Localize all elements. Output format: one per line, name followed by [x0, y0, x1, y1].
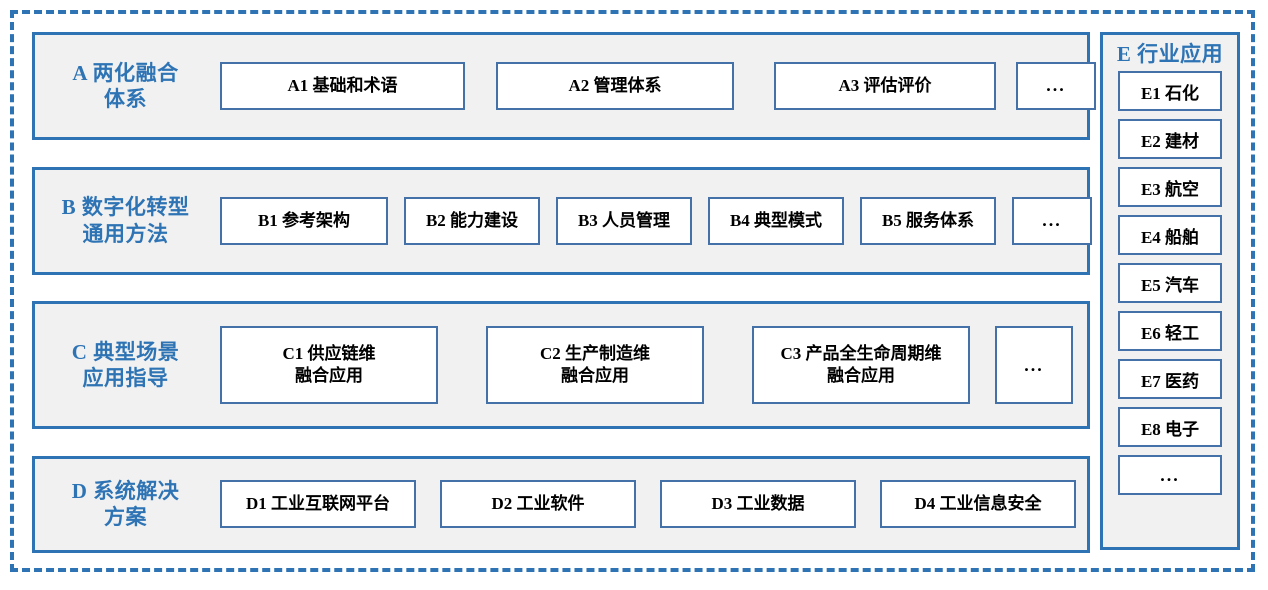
layer-b-title: B 数字化转型 通用方法	[35, 194, 210, 247]
industry-item-e5[interactable]: E5 汽车	[1118, 263, 1222, 304]
industry-item-e1[interactable]: E1 石化	[1118, 71, 1222, 112]
layer-d-items: D1 工业互联网平台 D2 工业软件 D3 工业数据 D4 工业信息安全	[210, 480, 1077, 529]
item-c-more[interactable]: ...	[995, 326, 1073, 405]
item-c2-line1: C2 生产制造维	[539, 344, 651, 364]
item-a3[interactable]: A3 评估评价	[774, 62, 996, 110]
layer-c-items: C1 供应链维 融合应用 C2 生产制造维 融合应用 C3 产品全生命周期维 融…	[210, 326, 1077, 405]
industry-item-more[interactable]: ...	[1118, 455, 1222, 496]
industry-column-title: E 行业应用	[1116, 42, 1224, 66]
layer-row-a: A 两化融合 体系 A1 基础和术语 A2 管理体系 A3 评估评价 ...	[32, 32, 1096, 140]
item-c1-line2: 融合应用	[295, 366, 363, 386]
item-a1[interactable]: A1 基础和术语	[220, 62, 465, 110]
item-b2[interactable]: B2 能力建设	[404, 196, 540, 245]
layer-d-title-line1: D 系统解决	[71, 479, 180, 504]
industry-item-e4[interactable]: E4 船舶	[1118, 215, 1222, 256]
layer-a-items: A1 基础和术语 A2 管理体系 A3 评估评价 ...	[210, 62, 1096, 110]
item-b3[interactable]: B3 人员管理	[556, 196, 692, 245]
industry-item-e2[interactable]: E2 建材	[1118, 119, 1222, 160]
industry-application-column: E 行业应用 E1 石化 E2 建材 E3 航空 E4 船舶 E5 汽车 E6 …	[1100, 32, 1240, 550]
layer-d-title: D 系统解决 方案	[35, 478, 210, 531]
item-c3-line1: C3 产品全生命周期维	[780, 344, 942, 364]
layer-a-title: A 两化融合 体系	[35, 60, 210, 113]
item-b4[interactable]: B4 典型模式	[708, 196, 844, 245]
item-d1[interactable]: D1 工业互联网平台	[220, 480, 416, 529]
industry-item-e7[interactable]: E7 医药	[1118, 359, 1222, 400]
item-d2[interactable]: D2 工业软件	[440, 480, 636, 529]
layer-b-items: B1 参考架构 B2 能力建设 B3 人员管理 B4 典型模式 B5 服务体系 …	[210, 196, 1092, 245]
layer-row-c: C 典型场景 应用指导 C1 供应链维 融合应用 C2 生产制造维 融合应用 C…	[32, 301, 1090, 430]
industry-item-e6[interactable]: E6 轻工	[1118, 311, 1222, 352]
item-d3[interactable]: D3 工业数据	[660, 480, 856, 529]
layer-b-title-line1: B 数字化转型	[61, 195, 190, 220]
layer-a-title-line2: 体系	[104, 87, 147, 111]
item-c3[interactable]: C3 产品全生命周期维 融合应用	[752, 326, 970, 405]
layer-b-title-line2: 通用方法	[82, 221, 169, 246]
layers-column: A 两化融合 体系 A1 基础和术语 A2 管理体系 A3 评估评价 ... B…	[32, 32, 1096, 553]
layer-c-title-line2: 应用指导	[82, 366, 169, 391]
layer-c-title-line1: C 典型场景	[71, 340, 180, 365]
industry-item-e8[interactable]: E8 电子	[1118, 407, 1222, 448]
layer-a-title-line1: A 两化融合	[72, 60, 179, 85]
item-b1[interactable]: B1 参考架构	[220, 196, 388, 245]
item-b5[interactable]: B5 服务体系	[860, 196, 996, 245]
diagram-outer-dashed-frame	[10, 10, 1255, 572]
item-a2[interactable]: A2 管理体系	[496, 62, 734, 110]
layer-c-title: C 典型场景 应用指导	[35, 339, 210, 392]
item-b-more[interactable]: ...	[1012, 196, 1092, 245]
item-a-more[interactable]: ...	[1016, 62, 1096, 110]
item-d4[interactable]: D4 工业信息安全	[880, 480, 1076, 529]
item-c2-line2: 融合应用	[561, 366, 629, 386]
item-c3-line2: 融合应用	[827, 366, 895, 386]
item-c1-line1: C1 供应链维	[282, 344, 376, 364]
layer-row-b: B 数字化转型 通用方法 B1 参考架构 B2 能力建设 B3 人员管理 B4 …	[32, 166, 1092, 275]
industry-item-e3[interactable]: E3 航空	[1118, 167, 1222, 208]
item-c1[interactable]: C1 供应链维 融合应用	[220, 326, 438, 405]
item-c2[interactable]: C2 生产制造维 融合应用	[486, 326, 704, 405]
layer-row-d: D 系统解决 方案 D1 工业互联网平台 D2 工业软件 D3 工业数据 D4 …	[32, 455, 1090, 553]
layer-d-title-line2: 方案	[104, 505, 147, 530]
